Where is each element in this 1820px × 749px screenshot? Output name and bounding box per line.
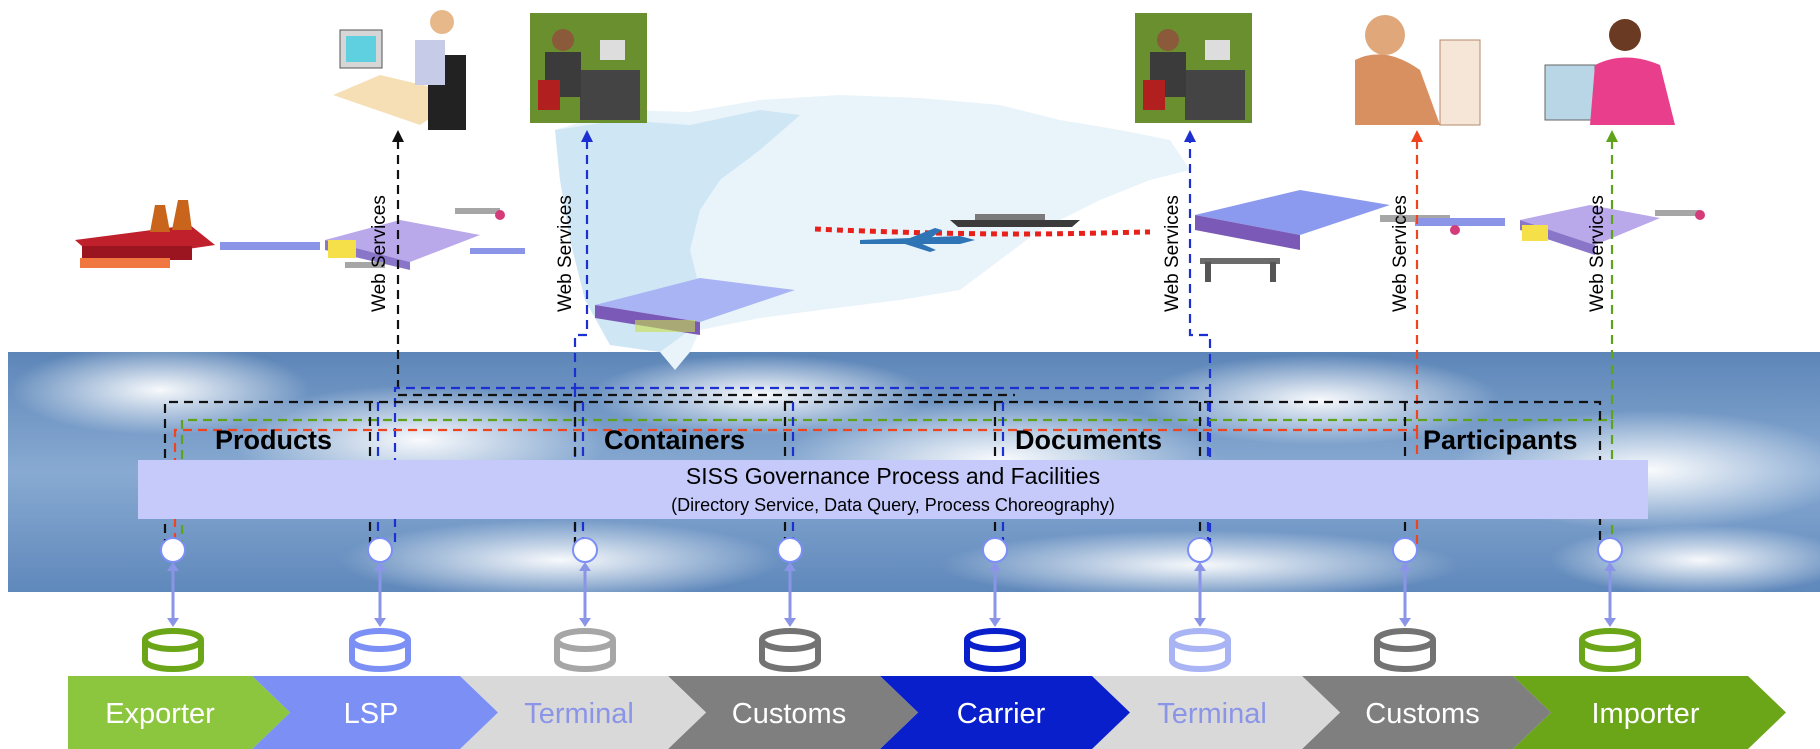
chain-stage-exporter: Exporter	[68, 676, 290, 749]
web-services-label-importer: Web Services	[1587, 195, 1608, 312]
arrowhead-down	[1194, 618, 1206, 627]
database-icon	[1169, 628, 1231, 672]
category-labels: Products Containers Documents Participan…	[215, 425, 1578, 455]
chain-stage-terminal: Terminal	[1092, 676, 1340, 749]
lsp-office-worker-icon	[530, 13, 647, 123]
web-services-label-lsp: Web Services	[555, 195, 576, 312]
customs-facility-illustration	[1415, 218, 1505, 235]
lsp-warehouse-illustration	[325, 208, 525, 270]
terminal-warehouse-illustration	[595, 278, 795, 335]
arrowhead-down	[784, 618, 796, 627]
arrowhead-up	[1604, 562, 1616, 571]
arrowhead-up	[784, 562, 796, 571]
connector-node	[1187, 537, 1213, 563]
arrowhead-down	[374, 618, 386, 627]
chain-stage-lsp: LSP	[252, 676, 498, 749]
destination-terminal-illustration	[1195, 190, 1450, 282]
database-icon	[759, 628, 821, 672]
databases	[142, 628, 1641, 672]
database-icon	[554, 628, 616, 672]
web-services-label-customs: Web Services	[1390, 195, 1411, 312]
connector-node	[160, 537, 186, 563]
chain-stage-carrier: Carrier	[880, 676, 1130, 749]
arrowhead-down	[579, 618, 591, 627]
arrowhead-down	[989, 618, 1001, 627]
category-containers: Containers	[604, 425, 745, 455]
chain-stage-importer: Importer	[1513, 676, 1786, 749]
database-icon	[964, 628, 1026, 672]
arrowhead-up	[579, 562, 591, 571]
connector-node	[572, 537, 598, 563]
transport-route	[814, 214, 1151, 252]
category-documents: Documents	[1015, 425, 1162, 455]
arrowhead-down	[1399, 618, 1411, 627]
web-services-label-exporter: Web Services	[369, 195, 390, 312]
importer-user-icon	[1544, 19, 1675, 125]
governance-subtitle: (Directory Service, Data Query, Process …	[671, 495, 1115, 515]
chain-stage-customs: Customs	[668, 676, 918, 749]
web-services-labels: Web Services Web Services Web Services W…	[369, 195, 1608, 312]
chain-stage-customs: Customs	[1302, 676, 1551, 749]
chain-stage-label: Importer	[1592, 698, 1700, 730]
database-icon	[1579, 628, 1641, 672]
chain-stage-terminal: Terminal	[460, 676, 706, 749]
importer-warehouse-illustration	[1520, 205, 1705, 255]
arrowheads	[392, 130, 1618, 142]
database-icon	[142, 628, 204, 672]
category-participants: Participants	[1423, 425, 1578, 455]
connector-nodes	[160, 537, 1623, 627]
governance-bar: SISS Governance Process and Facilities (…	[138, 460, 1648, 519]
arrowhead-up	[167, 562, 179, 571]
chain-stage-label: LSP	[344, 698, 399, 730]
carrier-office-worker-icon	[1135, 13, 1252, 123]
airplane-icon	[860, 228, 975, 252]
chain-stage-label: Customs	[732, 698, 846, 730]
arrowhead-down	[1604, 618, 1616, 627]
chain-stage-label: Exporter	[105, 698, 215, 730]
supply-chain-bar: Importer Customs Terminal Carrier Customs Ter…	[68, 676, 1786, 749]
connector-node	[982, 537, 1008, 563]
connector-node	[777, 537, 803, 563]
chain-stage-label: Terminal	[524, 698, 634, 730]
ship-icon	[950, 214, 1080, 227]
connector-node	[1597, 537, 1623, 563]
web-services-label-carrier: Web Services	[1162, 195, 1183, 312]
governance-title: SISS Governance Process and Facilities	[686, 463, 1100, 489]
connector-node	[1392, 537, 1418, 563]
arrowhead-up	[1194, 562, 1206, 571]
chain-stage-label: Customs	[1365, 698, 1479, 730]
arrowhead-down	[167, 618, 179, 627]
connector-node	[367, 537, 393, 563]
customs-officer-icon	[1355, 15, 1481, 126]
arrowhead-up	[989, 562, 1001, 571]
factory-illustration	[75, 200, 320, 268]
database-icon	[1374, 628, 1436, 672]
database-icon	[349, 628, 411, 672]
category-products: Products	[215, 425, 332, 455]
arrowhead-up	[1399, 562, 1411, 571]
chain-stage-label: Carrier	[957, 698, 1046, 730]
arrowhead-up	[374, 562, 386, 571]
chain-stage-label: Terminal	[1157, 698, 1267, 730]
exporter-user-icon	[333, 10, 466, 130]
